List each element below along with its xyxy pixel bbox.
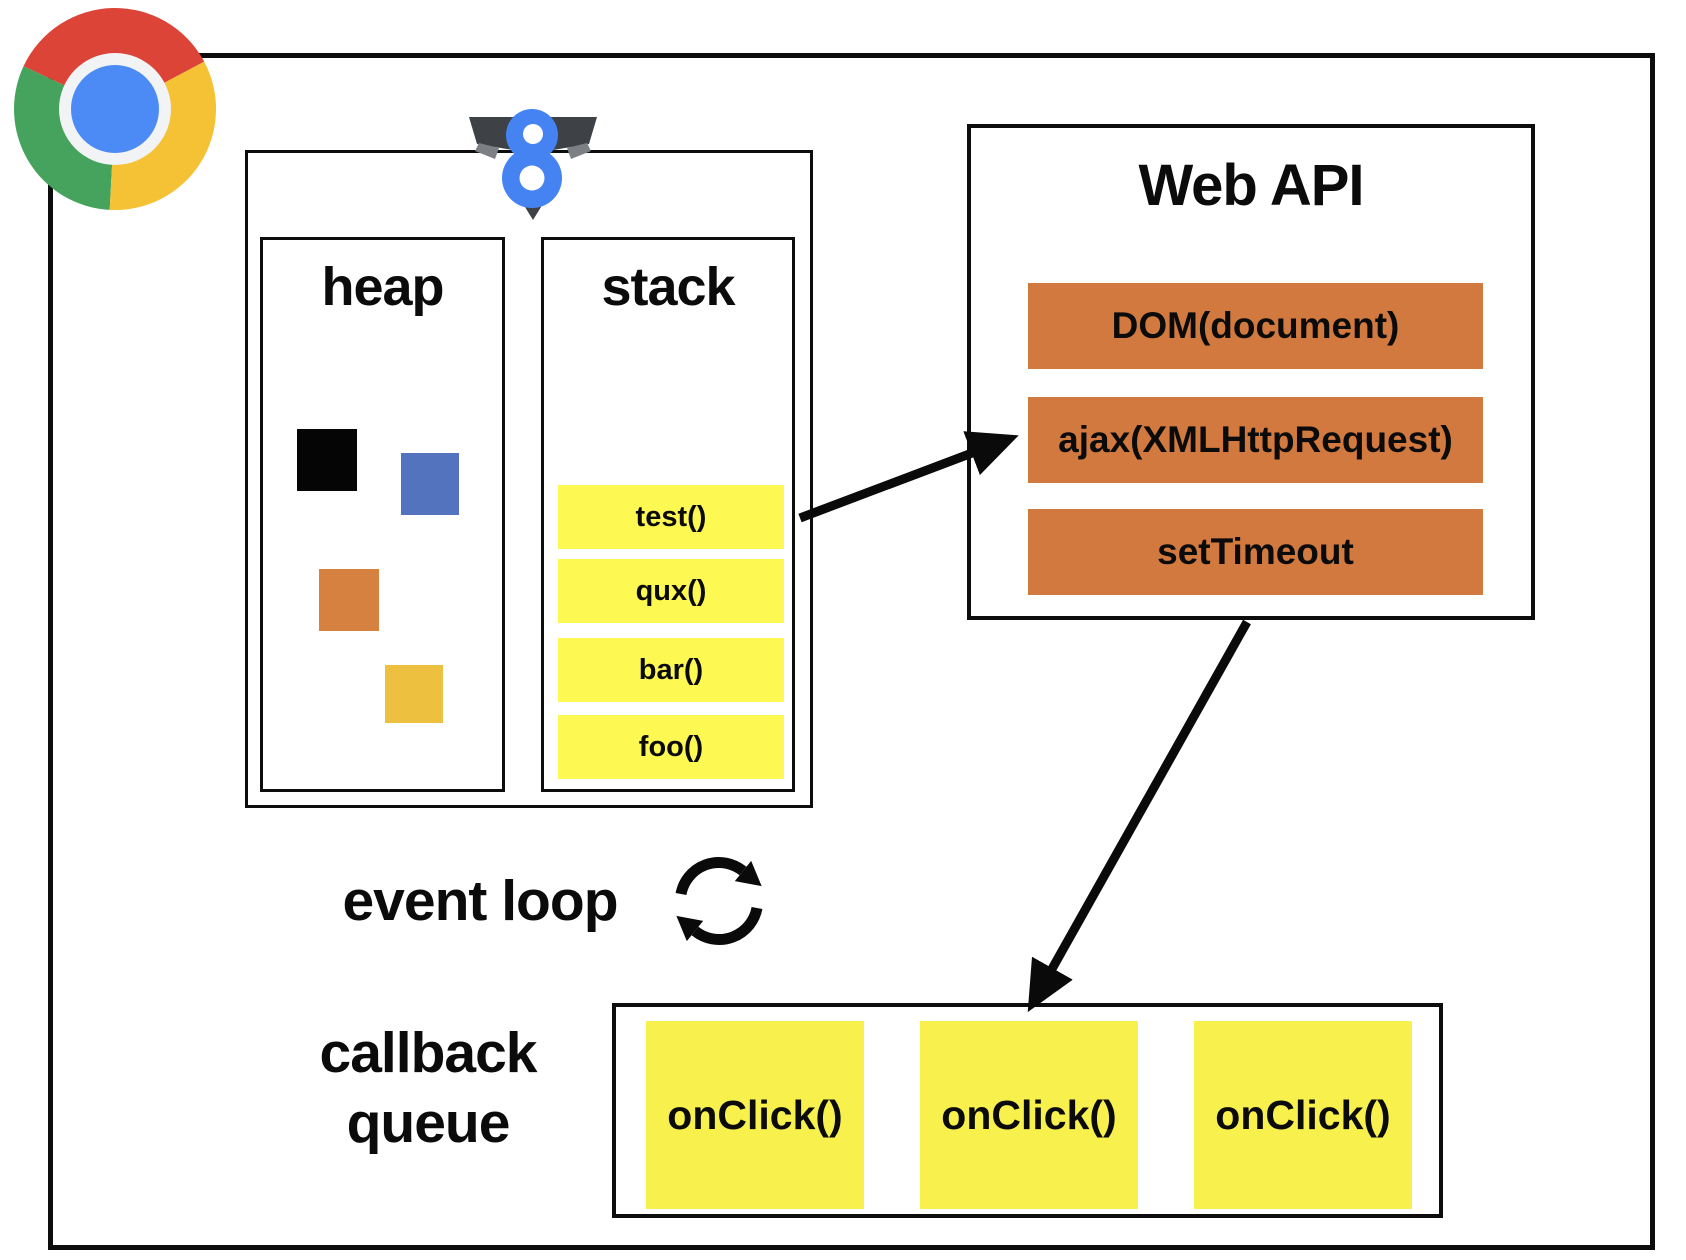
queue-item-onclick-3: onClick() xyxy=(1194,1021,1412,1209)
callback-queue-label-line1: callback xyxy=(319,1021,538,1085)
stack-label: stack xyxy=(601,257,735,317)
v8-logo-icon xyxy=(469,109,597,220)
heap-block-orange xyxy=(319,569,379,631)
callback-queue-label-line2: queue xyxy=(346,1091,511,1155)
heap-block-black xyxy=(297,429,357,491)
heap-box: heap xyxy=(260,237,505,792)
chrome-blue-center xyxy=(71,65,159,153)
cycle-bottom-arrowhead xyxy=(676,915,704,942)
web-api-item-ajax: ajax(XMLHttpRequest) xyxy=(1028,397,1483,483)
heap-block-yellow xyxy=(385,665,443,723)
event-loop-label: event loop xyxy=(342,869,618,933)
heap-label: heap xyxy=(321,257,444,317)
web-api-box: Web API DOM(document) ajax(XMLHttpReques… xyxy=(967,124,1535,620)
v8-left-bevel xyxy=(475,143,499,159)
web-api-item-settimeout: setTimeout xyxy=(1028,509,1483,595)
queue-item-onclick-2: onClick() xyxy=(920,1021,1138,1209)
heap-block-blue xyxy=(401,453,459,515)
cycle-bottom-arc xyxy=(691,906,763,945)
cycle-top-arrowhead xyxy=(734,860,762,887)
cycle-arrows-icon xyxy=(675,857,763,945)
web-api-item-dom: DOM(document) xyxy=(1028,283,1483,369)
stack-frame-qux: qux() xyxy=(558,559,784,623)
callback-queue-label: callback queue xyxy=(268,1018,588,1158)
queue-item-onclick-1: onClick() xyxy=(646,1021,864,1209)
stack-frame-test: test() xyxy=(558,485,784,549)
web-api-title: Web API xyxy=(1138,153,1364,218)
callback-queue-box: onClick() onClick() onClick() xyxy=(612,1003,1443,1218)
cycle-top-arc xyxy=(675,857,747,896)
stack-frame-bar: bar() xyxy=(558,638,784,702)
v8-eight-top-hole xyxy=(523,124,543,144)
v8-eight-bottom-hole xyxy=(519,165,545,191)
v8-right-bevel xyxy=(567,143,591,159)
chrome-logo-icon xyxy=(14,8,217,211)
stack-frame-foo: foo() xyxy=(558,715,784,779)
call-stack-box: stack test() qux() bar() foo() xyxy=(541,237,795,792)
